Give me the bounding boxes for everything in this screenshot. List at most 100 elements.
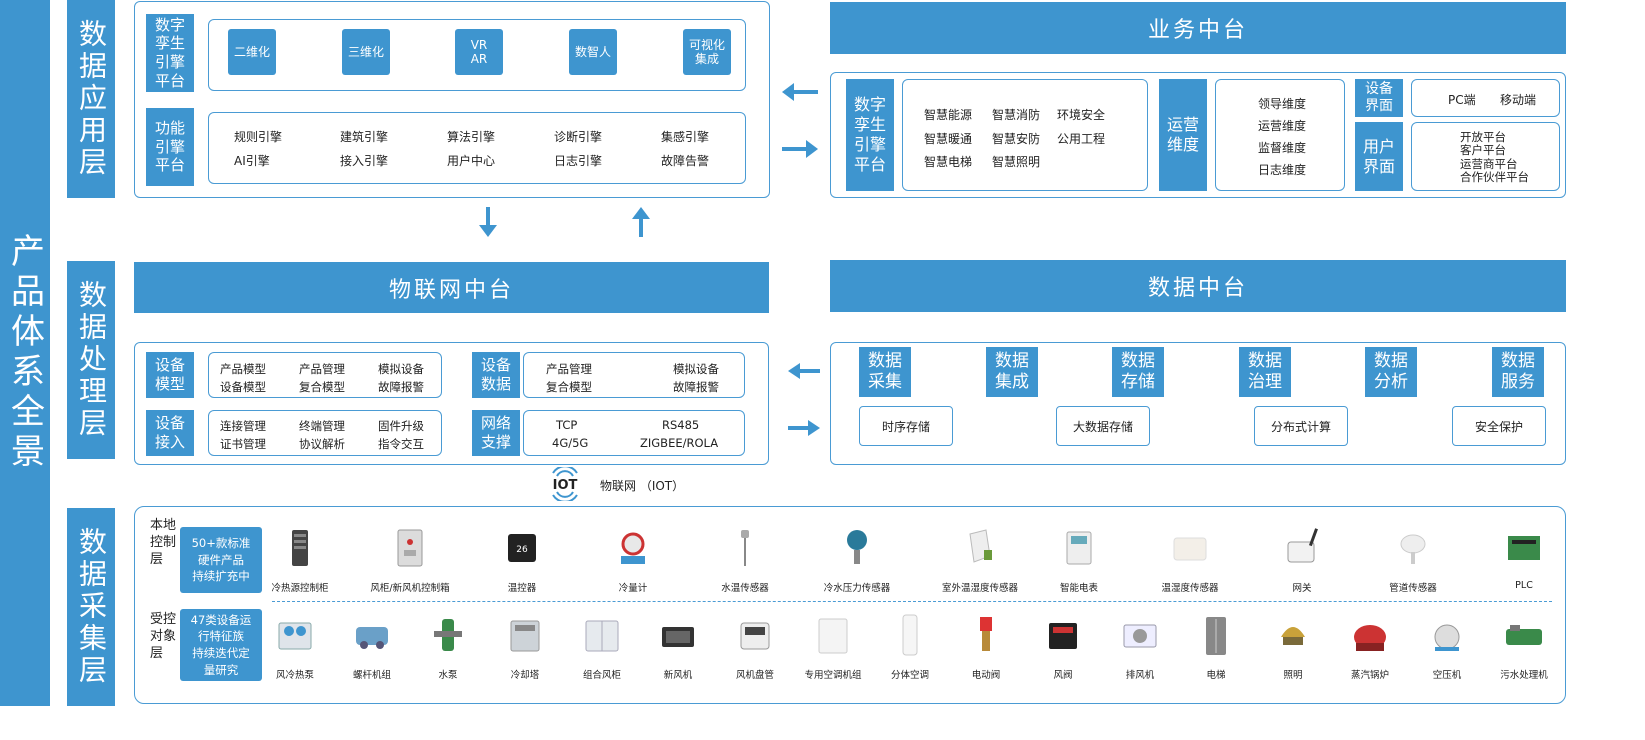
storage-box-security[interactable]: 安全保护 <box>1452 406 1546 446</box>
storage-box-bigdata[interactable]: 大数据存储 <box>1056 406 1150 446</box>
biz-device-ui-label: 设备 界面 <box>1355 79 1403 117</box>
controlled-device[interactable]: 空压机 <box>1407 613 1487 681</box>
device-icon <box>434 619 462 651</box>
access-item: 终端管理 <box>299 419 345 433</box>
net-item: TCP <box>556 418 578 432</box>
iot-access-label: 设备 接入 <box>146 410 194 456</box>
local-device[interactable]: 温湿度传感器 <box>1140 526 1240 594</box>
iot-model-panel <box>208 352 442 398</box>
device-caption: 风机盘管 <box>735 670 774 681</box>
func-engine: AI引擎 <box>234 154 270 168</box>
iot-data-item: 复合模型 <box>546 380 592 394</box>
controlled-device[interactable]: 水泵 <box>408 613 488 681</box>
app-func-label: 功能 引擎 平台 <box>146 108 194 186</box>
iot-logo-text: IOT <box>553 478 578 493</box>
controlled-device[interactable]: 照明 <box>1253 613 1333 681</box>
controlled-device[interactable]: 风冷热泵 <box>255 613 335 681</box>
local-device[interactable]: 风柜/新风机控制箱 <box>360 526 460 594</box>
iot-net-label: 网络 支撑 <box>472 410 520 456</box>
device-caption: 冷水压力传感器 <box>823 583 891 594</box>
storage-box-distributed[interactable]: 分布式计算 <box>1254 406 1348 446</box>
device-caption: 水温传感器 <box>721 583 769 594</box>
controlled-device[interactable]: 污水处理机 <box>1484 613 1564 681</box>
local-device[interactable]: 冷量计 <box>583 526 683 594</box>
func-engine: 用户中心 <box>447 154 496 168</box>
device-ui-item: 移动端 <box>1500 93 1537 107</box>
device-icon: 26 <box>508 534 536 562</box>
access-item: 固件升级 <box>378 419 424 433</box>
device-caption: 风阀 <box>1053 670 1073 681</box>
ops-item: 运营维度 <box>1258 119 1307 133</box>
local-device[interactable]: 网关 <box>1252 526 1352 594</box>
func-engine: 接入引擎 <box>340 154 389 168</box>
iot-data-label: 设备 数据 <box>472 352 520 398</box>
model-item: 产品管理 <box>299 362 345 376</box>
data-tile-collect[interactable]: 数据 采集 <box>859 347 911 397</box>
datahub-frame <box>830 342 1566 465</box>
controlled-device[interactable]: 专用空调机组 <box>793 613 873 681</box>
layer-divider <box>272 601 1552 602</box>
func-engine: 规则引擎 <box>234 130 283 144</box>
local-device[interactable]: 冷水压力传感器 <box>807 526 907 594</box>
local-device[interactable]: 冷热源控制柜 <box>250 526 350 594</box>
smart-item: 智慧照明 <box>992 155 1041 169</box>
device-icon <box>1049 623 1077 649</box>
twin-item-3d[interactable]: 三维化 <box>342 29 390 75</box>
controlled-device[interactable]: 螺杆机组 <box>332 613 412 681</box>
controlled-device[interactable]: 新风机 <box>638 613 718 681</box>
controlled-device[interactable]: 分体空调 <box>870 613 950 681</box>
controlled-device[interactable]: 蒸汽锅炉 <box>1330 613 1410 681</box>
device-caption: 螺杆机组 <box>352 670 391 681</box>
device-icon <box>980 617 992 651</box>
app-func-panel <box>208 112 746 184</box>
device-caption: 电动阀 <box>971 670 1001 681</box>
twin-item-digital-human[interactable]: 数智人 <box>569 29 617 75</box>
twin-item-visual-integration[interactable]: 可视化 集成 <box>683 29 731 75</box>
controlled-device[interactable]: 冷却塔 <box>485 613 565 681</box>
device-icon <box>585 620 619 652</box>
controlled-device[interactable]: 组合风柜 <box>562 613 642 681</box>
device-caption: 电梯 <box>1206 670 1226 681</box>
iot-data-item: 产品管理 <box>546 362 592 376</box>
func-engine: 建筑引擎 <box>340 130 389 144</box>
net-item: RS485 <box>662 418 700 432</box>
controlled-device[interactable]: 风阀 <box>1023 613 1103 681</box>
device-icon <box>969 529 992 563</box>
iot-data-panel <box>523 352 745 398</box>
device-icon <box>510 620 540 652</box>
app-twin-label: 数字 孪生 引擎 平台 <box>146 14 194 92</box>
controlled-device[interactable]: 电梯 <box>1176 613 1256 681</box>
biz-smart-panel <box>902 79 1148 191</box>
arrow-up-icon <box>632 207 650 237</box>
device-icon <box>1123 624 1157 648</box>
net-item: 4G/5G <box>552 436 589 450</box>
layer-label-collect: 数据采集层 <box>67 508 115 706</box>
arrow-down-icon <box>479 207 497 237</box>
user-ui-item: 开放平台 <box>1460 130 1506 144</box>
local-device[interactable]: 室外温湿度传感器 <box>930 526 1030 594</box>
controlled-device[interactable]: 排风机 <box>1100 613 1180 681</box>
device-caption: PLC <box>1515 580 1533 591</box>
data-tile-govern[interactable]: 数据 治理 <box>1239 347 1291 397</box>
twin-item-2d[interactable]: 二维化 <box>228 29 276 75</box>
data-tile-store[interactable]: 数据 存储 <box>1112 347 1164 397</box>
local-device[interactable]: 管道传感器 <box>1363 526 1463 594</box>
twin-item-vr-ar[interactable]: VR AR <box>455 29 503 75</box>
smart-item: 智慧暖通 <box>924 132 973 146</box>
biz-ops-panel <box>1215 79 1345 191</box>
smart-item: 智慧能源 <box>924 108 973 122</box>
local-device[interactable]: PLC <box>1474 526 1574 591</box>
local-control-label: 本地 控制 层 <box>150 518 177 567</box>
data-tile-service[interactable]: 数据 服务 <box>1492 347 1544 397</box>
controlled-device[interactable]: 电动阀 <box>946 613 1026 681</box>
device-icon <box>1066 531 1092 565</box>
datahub-title: 数据中台 <box>830 260 1566 312</box>
data-tile-integrate[interactable]: 数据 集成 <box>986 347 1038 397</box>
controlled-device[interactable]: 风机盘管 <box>715 613 795 681</box>
local-device[interactable]: 智能电表 <box>1029 526 1129 594</box>
smart-item: 公用工程 <box>1057 132 1106 146</box>
storage-box-timeseries[interactable]: 时序存储 <box>859 406 953 446</box>
local-device[interactable]: 水温传感器 <box>695 526 795 594</box>
data-tile-analyze[interactable]: 数据 分析 <box>1365 347 1417 397</box>
